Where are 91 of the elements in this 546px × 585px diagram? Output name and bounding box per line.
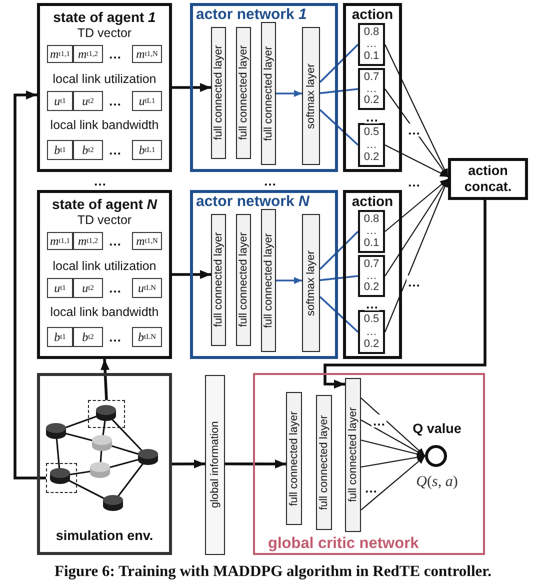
layer-bar: full connected layer: [344, 378, 360, 532]
ellipsis: …: [372, 414, 386, 428]
ellipsis: …: [366, 226, 377, 237]
layer-bar: softmax layer: [302, 214, 320, 352]
probability-value: 0.1: [364, 51, 380, 62]
arrow: [360, 454, 426, 468]
ellipsis: …: [366, 84, 377, 94]
ellipsis: …: [366, 39, 377, 50]
connector-line: [319, 44, 359, 83]
panel-title: global critic network: [268, 534, 419, 552]
arrow: [172, 83, 211, 92]
layer-bar: softmax layer: [302, 27, 320, 165]
arrow: [360, 398, 426, 456]
arrow: [172, 270, 211, 279]
probability-box: [358, 123, 385, 167]
probability-value: 0.5: [364, 127, 380, 138]
panel-title: state of agent 1: [53, 10, 156, 26]
ellipsis: …: [406, 276, 422, 288]
information-bar: global information: [205, 375, 225, 555]
panel-title: actor network N: [196, 194, 310, 210]
panel-title: simulation env.: [56, 529, 154, 544]
probability-value: 0.5: [364, 314, 380, 325]
layer-bar: full connected layer: [261, 209, 276, 352]
arrow: [14, 90, 46, 480]
actor-network-panel: [190, 190, 338, 359]
layer-bar: full connected layer: [261, 22, 276, 165]
state-panel: [37, 190, 172, 359]
process-box: action concat.: [448, 158, 528, 200]
section-label: local link utilization: [52, 73, 156, 87]
arrow: [225, 459, 286, 468]
probability-box: [358, 255, 385, 297]
section-label: local link bandwidth: [50, 306, 159, 320]
ellipsis: …: [406, 124, 422, 136]
critic-network-panel: [253, 373, 485, 555]
connector-line: [320, 275, 358, 282]
probability-value: 0.2: [364, 152, 380, 163]
ellipsis: …: [366, 270, 377, 282]
ellipsis: …: [366, 326, 377, 338]
probability-value: 0.7: [364, 259, 380, 270]
connector-line: [319, 230, 359, 270]
state-panel: [37, 3, 172, 172]
arrow: [384, 88, 448, 178]
section-label: TD vector: [77, 214, 132, 228]
probability-value: 0.2: [364, 282, 380, 293]
panel-title: action: [352, 7, 394, 22]
layer-bar: full connected layer: [316, 394, 332, 530]
arrow: [100, 358, 110, 400]
probability-value: 0.2: [364, 339, 380, 350]
layer-bar: full connected layer: [286, 392, 302, 524]
section-label: local link utilization: [52, 260, 156, 274]
probability-value: 0.1: [364, 238, 380, 249]
arrow: [172, 459, 205, 468]
arrow: [384, 178, 448, 332]
arrow: [324, 200, 486, 389]
figure-caption: Figure 6: Training with MADDPG algorithm in RedTE controller.: [54, 563, 492, 581]
probability-box: [358, 310, 385, 354]
layer-bar: full connected layer: [211, 27, 226, 159]
connector-line: [319, 296, 359, 333]
arrow: [360, 456, 426, 510]
connector-line: [320, 88, 358, 94]
connector-line: [319, 109, 359, 146]
output-label: Q value: [412, 422, 462, 436]
probability-box: [358, 210, 385, 253]
highlight-box: [46, 463, 77, 493]
arrow: [384, 178, 448, 276]
probability-box: [358, 68, 385, 110]
panel-title: actor network 1: [196, 7, 307, 24]
actor-network-panel: [190, 3, 338, 172]
section-label: TD vector: [77, 27, 132, 41]
action-panel: [343, 190, 402, 359]
probability-value: 0.8: [364, 27, 380, 38]
ellipsis: …: [366, 140, 377, 150]
probability-value: 0.8: [364, 214, 380, 225]
arrow: [384, 44, 448, 178]
action-panel: [343, 3, 402, 172]
arrow: [276, 90, 302, 97]
panel-title: action: [352, 194, 394, 210]
layer-bar: full connected layer: [236, 214, 251, 346]
panel-title: state of agent N: [52, 197, 158, 212]
layer-bar: full connected layer: [211, 214, 226, 346]
arrow: [384, 178, 448, 232]
arrow: [384, 144, 448, 178]
layer-bar: full connected layer: [236, 27, 251, 159]
arrow: [276, 277, 302, 284]
highlight-box: [88, 400, 125, 428]
probability-value: 0.2: [364, 95, 380, 106]
environment-panel: [37, 373, 172, 555]
probability-value: 0.7: [364, 72, 380, 83]
section-label: local link bandwidth: [50, 119, 159, 133]
formula-label: Q(s, a): [416, 474, 458, 490]
probability-box: [358, 23, 385, 66]
